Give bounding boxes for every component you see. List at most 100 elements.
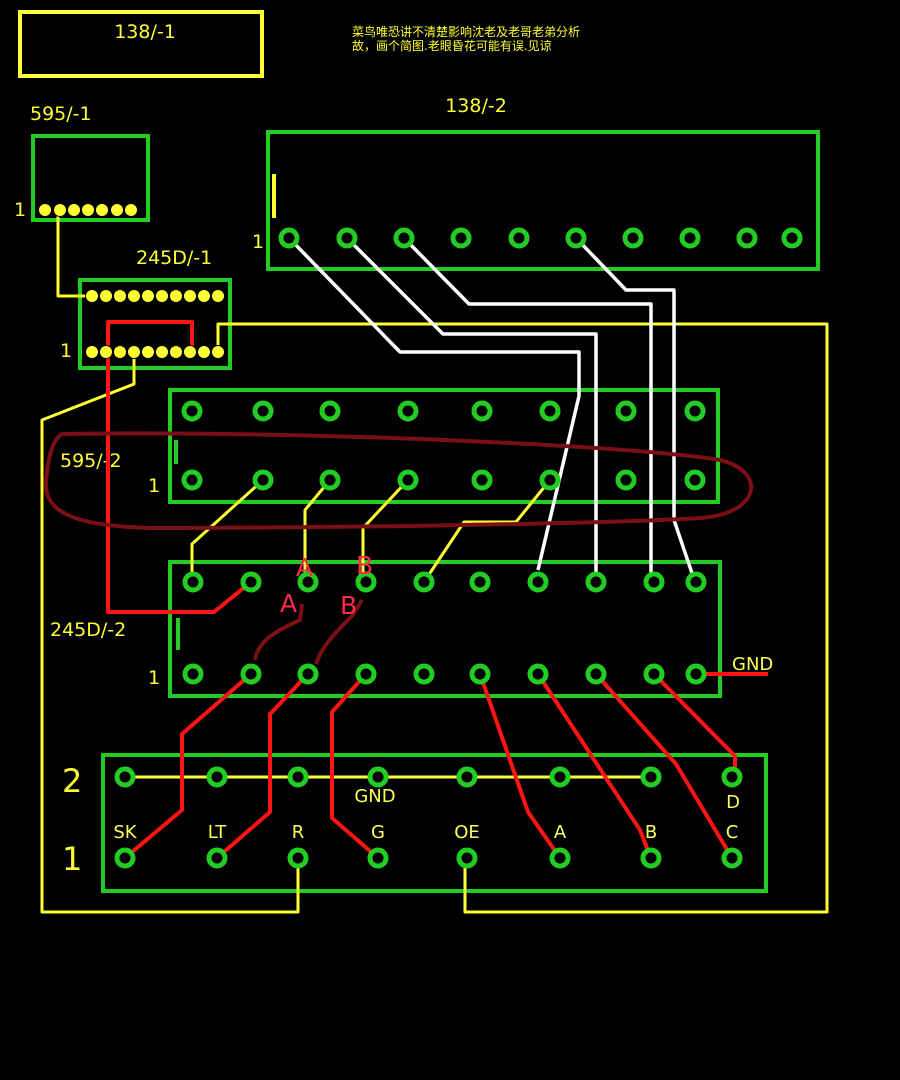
pad-conn-row1-6 [549, 847, 571, 869]
pad-138-2-4 [450, 227, 472, 249]
pad-245-2-top-5 [413, 571, 435, 593]
c245-2-label: 245D/-2 [50, 619, 126, 641]
pad-conn-row2-3 [287, 766, 309, 788]
connector-pin-label-g: G [371, 822, 385, 843]
trace-a [478, 673, 562, 860]
pad-245-2-bot-9 [643, 663, 665, 685]
c138-2-outline [266, 130, 820, 271]
pad-245-1-top-9 [197, 289, 211, 303]
pad-245-1-bot-1 [85, 345, 99, 359]
c245-2-outline [168, 560, 722, 698]
trace-595-2-to-245-2-a [190, 478, 265, 582]
pad-245-2-top-8 [585, 571, 607, 593]
pad-595-2-bot-1 [181, 469, 203, 491]
pad-245-2-top-9 [643, 571, 665, 593]
pad-138-2-3 [393, 227, 415, 249]
pad-conn-row1-5 [456, 847, 478, 869]
pad-245-1-bot-10 [211, 345, 225, 359]
pad-138-2-5 [508, 227, 530, 249]
c595-2-label: 595/-2 [60, 450, 122, 472]
trace-245-1-right-loop [216, 322, 829, 914]
mark-b-stroke [314, 598, 364, 665]
mark-b-lower: B [340, 591, 357, 620]
c138-2-pin1: 1 [252, 231, 264, 253]
trace-sk [123, 672, 253, 860]
trace-lt [215, 672, 310, 860]
pad-245-1-top-3 [113, 289, 127, 303]
pad-245-2-top-4 [355, 571, 377, 593]
pad-245-1-top-10 [211, 289, 225, 303]
pad-conn-row2-1 [114, 766, 136, 788]
pads [38, 203, 803, 869]
connector-gnd-label: GND [354, 786, 395, 807]
pad-245-1-top-1 [85, 289, 99, 303]
pad-conn-row1-2 [206, 847, 228, 869]
connector-outline [101, 753, 768, 893]
pad-245-2-bot-1 [182, 663, 204, 685]
trace-138-to-245-2-a [287, 236, 581, 571]
trace-138-to-245-2-d [574, 236, 697, 583]
pad-245-2-bot-7 [527, 663, 549, 685]
pad-595-1-5 [95, 203, 109, 217]
c138-2-label: 138/-2 [445, 95, 507, 117]
pad-138-2-2 [336, 227, 358, 249]
pad-595-2-top-1 [181, 400, 203, 422]
trace-595-1-to-245-1 [56, 210, 92, 298]
pad-595-2-top-6 [539, 400, 561, 422]
pad-conn-row1-3 [287, 847, 309, 869]
pad-245-2-top-7 [527, 571, 549, 593]
pad-245-2-bot-5 [413, 663, 435, 685]
pad-595-2-top-3 [319, 400, 341, 422]
trace-g [330, 672, 380, 860]
pad-595-2-bot-4 [397, 469, 419, 491]
pad-conn-row2-7 [640, 766, 662, 788]
mark-a-upper: A [296, 553, 313, 582]
pad-245-1-bot-5 [141, 345, 155, 359]
connector-pin-label-r: R [292, 822, 305, 843]
gnd-right-label: GND [732, 654, 773, 675]
title-box [18, 10, 264, 78]
pad-595-2-bot-8 [684, 469, 706, 491]
pad-595-2-top-4 [397, 400, 419, 422]
pad-595-2-bot-5 [471, 469, 493, 491]
pad-245-2-top-2 [240, 571, 262, 593]
pad-245-1-top-7 [169, 289, 183, 303]
c595-2-outline [168, 388, 720, 504]
note-line-1: 菜鸟唯恐讲不清楚影响沈老及老哥老弟分析 [352, 24, 580, 39]
trace-595-2-to-245-2-d [422, 479, 552, 583]
pad-conn-row2-4 [367, 766, 389, 788]
pad-138-2-8 [679, 227, 701, 249]
pad-245-2-bot-10 [685, 663, 707, 685]
pad-245-2-bot-3 [297, 663, 319, 685]
pad-conn-row1-4 [367, 847, 389, 869]
title-box-label: 138/-1 [114, 21, 176, 43]
trace-138-to-245-2-c [402, 236, 653, 582]
pad-245-1-top-6 [155, 289, 169, 303]
trace-245-1-to-245-2 [106, 320, 253, 614]
pad-245-1-top-2 [99, 289, 113, 303]
pad-595-1-6 [110, 203, 124, 217]
pad-138-2-7 [622, 227, 644, 249]
mark-b-upper: B [356, 551, 373, 580]
pad-conn-row2-6 [549, 766, 571, 788]
pad-595-2-bot-6 [539, 469, 561, 491]
pad-conn-row2-5 [456, 766, 478, 788]
pad-595-1-4 [81, 203, 95, 217]
trace-595-2-to-245-2-b [303, 479, 332, 582]
pad-245-2-top-3 [297, 571, 319, 593]
c595-1-label: 595/-1 [30, 103, 92, 125]
connector-pin-label-a: A [554, 822, 567, 843]
pad-245-1-top-8 [183, 289, 197, 303]
pad-245-1-top-4 [127, 289, 141, 303]
connector-row2-label: 2 [62, 762, 82, 800]
c595-1-pin1: 1 [14, 199, 26, 221]
c245-1-pin1: 1 [60, 340, 72, 362]
connector-pin-label-b: B [645, 822, 657, 843]
pad-595-1-1 [38, 203, 52, 217]
c245-1-label: 245D/-1 [136, 247, 212, 269]
pad-245-1-bot-8 [183, 345, 197, 359]
pad-245-1-bot-6 [155, 345, 169, 359]
pad-245-1-bot-2 [99, 345, 113, 359]
